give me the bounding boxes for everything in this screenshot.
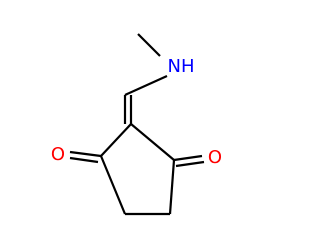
ring-bond-c2-c1: [100, 123, 132, 157]
carbonyl-right-bond-b: [175, 160, 205, 168]
ring-bond-c2-c3: [130, 123, 175, 161]
molecule-canvas: NH O O: [51, 33, 222, 216]
oxygen-right-label: O: [208, 147, 222, 168]
oxygen-left-label: O: [51, 144, 65, 165]
carbonyl-left-bond-a: [69, 150, 102, 158]
nitrogen-label: NH: [168, 56, 195, 77]
carbonyl-right-bond-a: [173, 154, 203, 162]
bond-n-ch: [124, 74, 168, 97]
ring-bond-c4-c3: [168, 159, 176, 215]
structure-diagram: NH O O: [51, 33, 222, 216]
bond-methyl-n: [137, 33, 161, 57]
ring-bond-c1-c5: [99, 155, 127, 215]
carbonyl-left-bond-b: [69, 156, 99, 164]
